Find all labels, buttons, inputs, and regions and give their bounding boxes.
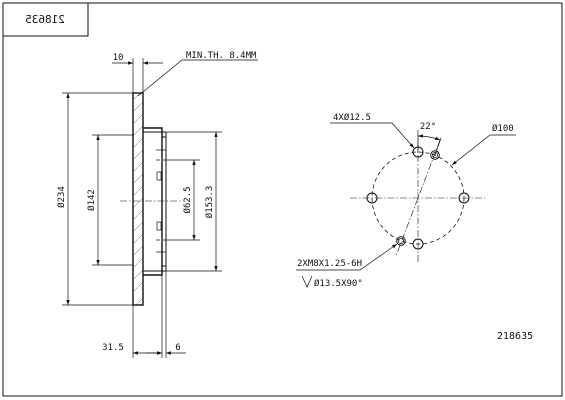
bolt-hole-right	[458, 192, 470, 204]
part-number: 218635	[497, 331, 533, 342]
dim-hub-diameter: Ø153.3	[166, 131, 222, 272]
section-view: Ø234 Ø142 Ø62.5 Ø153.3	[56, 51, 258, 358]
countersink-label: Ø13.5X90°	[314, 278, 363, 289]
bolt-hole-left	[366, 192, 378, 204]
countersink-symbol	[301, 275, 313, 288]
hat-offset-label: 31.5	[102, 343, 124, 353]
part-number-stamp: 218635	[25, 13, 65, 26]
disc-thickness-label: 10	[113, 53, 124, 63]
friction-inner-diameter-label: Ø142	[86, 189, 97, 211]
pitch-circle	[371, 151, 465, 245]
outer-diameter-label: Ø234	[56, 186, 67, 208]
part-number-stamp-box: 218635	[2, 2, 89, 37]
min-thickness-label: MIN.TH. 8.4MM	[186, 51, 257, 61]
bolt-holes-callout: 4XØ12.5	[330, 112, 415, 149]
friction-ring-section	[132, 92, 144, 306]
threaded-hole-bottom	[396, 236, 406, 246]
dim-outer-diameter: Ø234	[56, 92, 133, 306]
dim-hat-offset: 31.5	[102, 275, 163, 358]
dim-friction-inner-diameter: Ø142	[86, 134, 133, 266]
front-view: 22° 4XØ12.5 Ø100 2XM8X1.25-6H Ø13.5X90°	[296, 112, 516, 289]
pcd-callout: Ø100	[451, 123, 516, 166]
dim-center-bore: Ø62.5	[166, 159, 200, 241]
center-bore-label: Ø62.5	[182, 186, 193, 213]
angle-label: 22°	[420, 122, 436, 132]
dim-hub-offset: 6	[146, 271, 186, 358]
hat-section	[143, 127, 167, 276]
hub-offset-label: 6	[175, 343, 180, 353]
dim-disc-thickness: 10	[112, 53, 163, 93]
thread-callout: 2XM8X1.25-6H Ø13.5X90°	[296, 243, 398, 289]
bolt-holes-label: 4XØ12.5	[333, 112, 371, 123]
pcd-label: Ø100	[492, 123, 514, 134]
threaded-hole-top	[430, 150, 440, 160]
angle-construction-line	[395, 139, 441, 257]
hub-diameter-label: Ø153.3	[204, 186, 215, 219]
thread-label: 2XM8X1.25-6H	[297, 259, 362, 269]
min-thickness-callout: MIN.TH. 8.4MM	[137, 51, 258, 97]
bolt-hole-bottom	[412, 238, 424, 250]
